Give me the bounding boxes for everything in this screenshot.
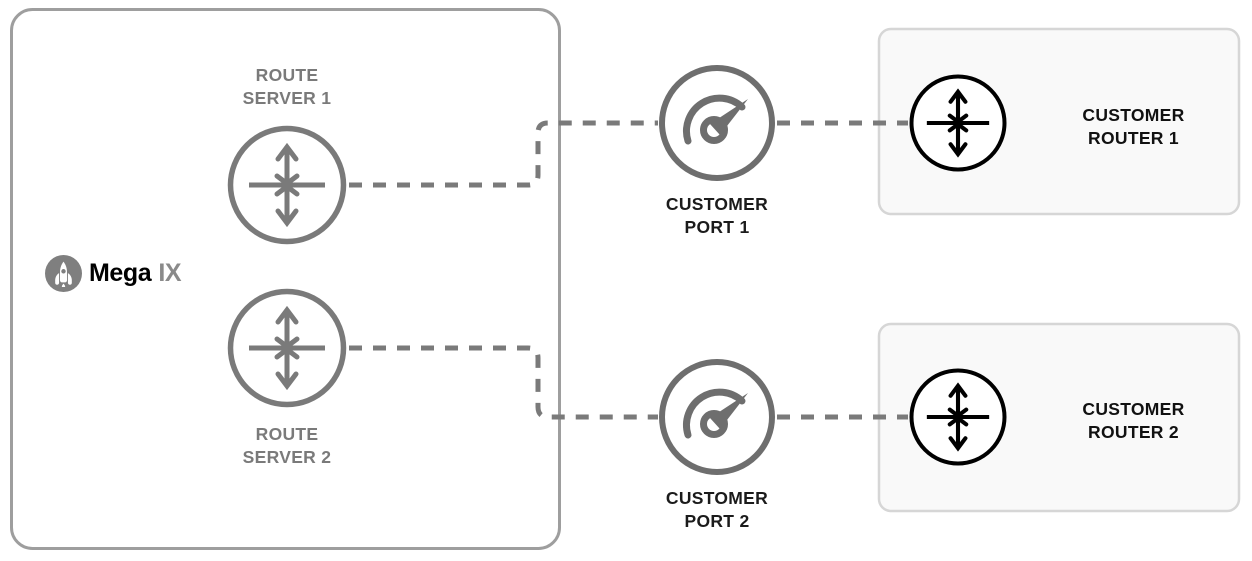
exchange-boundary-box [10,8,561,550]
customer-port-2-node[interactable] [659,359,775,475]
route-server-1-label: ROUTE SERVER 1 [242,65,332,109]
link-rs1-to-port1 [349,120,658,188]
route-server-2-node[interactable] [227,288,347,408]
customer-router-1-label: CUSTOMER ROUTER 1 [1082,105,1185,149]
customer-port-1-label: CUSTOMER PORT 1 [665,194,769,238]
connector-group [349,120,908,420]
link-rs2-to-port2 [349,345,658,420]
customer-port-2-label: CUSTOMER PORT 2 [665,488,769,532]
megaix-wordmark-primary: Mega [89,259,152,287]
customer-port-1-node[interactable] [659,65,775,181]
customer-router-2-node[interactable] [909,368,1007,466]
customer-router-2-label: CUSTOMER ROUTER 2 [1082,399,1185,443]
customer-router-1-node[interactable] [909,74,1007,172]
rocket-icon [45,255,82,292]
route-server-2-label: ROUTE SERVER 2 [242,424,332,468]
megaix-wordmark-secondary: IX [158,259,182,287]
route-server-1-node[interactable] [227,125,347,245]
